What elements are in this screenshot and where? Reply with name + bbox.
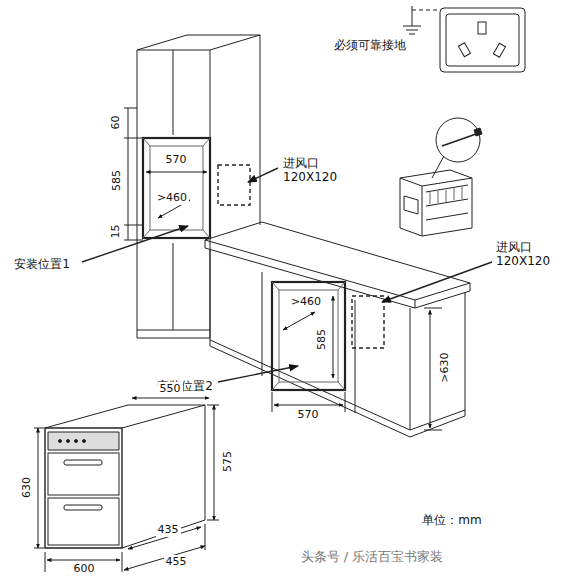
dimension: 630 <box>19 476 32 501</box>
dimension: 585 <box>314 328 327 353</box>
dimension: >460 <box>289 295 323 308</box>
dimension: 60 <box>109 114 122 132</box>
unit-note: 单位：mm <box>420 513 483 527</box>
dimension: 575 <box>220 450 233 475</box>
dimension: 570 <box>164 153 189 166</box>
install-position: 安装位置1 <box>12 257 72 271</box>
dimension: 600 <box>72 562 97 575</box>
dimension: 15 <box>109 223 122 241</box>
dimension: 570 <box>296 408 321 421</box>
vent-label: 进风口 120X120 <box>494 240 560 269</box>
dimension: 455 <box>164 555 189 568</box>
ground-note: 必须可靠接地 <box>332 38 408 52</box>
vent-label: 进风口 120X120 <box>281 156 347 185</box>
dimension: 435 <box>156 523 181 536</box>
dimension: 550 <box>158 382 183 395</box>
watermark: 头条号 / 乐活百宝书家装 <box>299 549 446 565</box>
dimension: >460 <box>155 191 189 204</box>
dimension: >630 <box>437 351 450 385</box>
dimension: 585 <box>109 169 122 194</box>
